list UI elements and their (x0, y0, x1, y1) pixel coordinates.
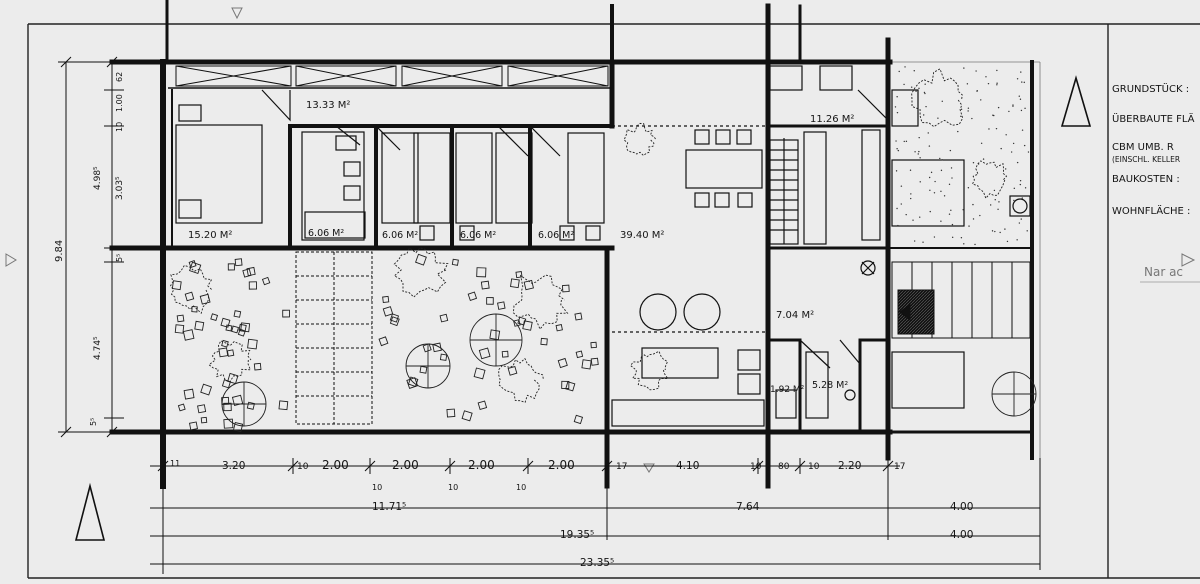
dim-label: 10 (808, 462, 820, 472)
garden-vegetation (170, 66, 1037, 433)
north-arrow-icon (74, 75, 1092, 541)
sheet-frame (27, 23, 1200, 579)
dim-label-left: 9.84 (54, 240, 65, 262)
terrace-slats (891, 261, 1031, 339)
dim-label: 19.35⁵ (560, 529, 594, 541)
dim-label-left: 62 (115, 72, 124, 82)
room-labels: 15.20 M² 13.33 M² 6.06 M² 6.06 M² 6.06 M… (188, 100, 854, 395)
dim-label-left: 10 (115, 122, 124, 132)
windows-top (168, 65, 612, 89)
dim-label-small: 10 (516, 483, 526, 492)
section-marker-icon (5, 7, 1196, 473)
site-boundary (890, 61, 1041, 480)
dim-label: 17 (894, 462, 905, 472)
room-area-bedroom-3: 6.06 M² (538, 230, 574, 241)
dim-label: 11 (170, 459, 180, 468)
dim-label-left: 5⁵ (89, 418, 98, 426)
dim-label-left: 5⁵ (115, 254, 124, 262)
room-area-living: 39.40 M² (620, 230, 664, 241)
room-area-wc: 1.92 M² (770, 385, 805, 395)
dim-label-small: 10 (448, 483, 458, 492)
dim-label: 4.00 (950, 501, 973, 513)
dim-label: 2.00 (548, 458, 575, 472)
room-area-bedroom-1: 6.06 M² (382, 230, 418, 241)
dimension-labels: 11 3.20 10 2.00 2.00 2.00 2.00 17 4.10 1… (54, 72, 973, 569)
room-area-bedroom-master: 15.20 M² (188, 230, 232, 241)
dim-label: 7.64 (736, 501, 760, 513)
dim-label: 10 (297, 462, 309, 472)
title-block: GRUNDSTÜCK : ÜBERBAUTE FLÄ CBM UMB. R (E… (1112, 82, 1200, 283)
dim-label: 10 (750, 462, 762, 472)
dim-label: 2.00 (468, 458, 495, 472)
dim-label-left: 4.74⁵ (93, 336, 103, 360)
pergola (295, 251, 373, 425)
dim-label: 3.20 (222, 460, 245, 472)
dimension-lines (58, 56, 1041, 574)
dim-label: 11.71⁵ (372, 501, 406, 513)
dim-label: 17 (616, 462, 627, 472)
dim-label: 23.35⁵ (580, 557, 614, 569)
dim-label: 80 (778, 462, 790, 472)
dim-label: 4.10 (676, 460, 699, 472)
handwritten-note: Nar ac (1144, 265, 1183, 279)
dim-label: 2.20 (838, 460, 861, 472)
legend-line: ÜBERBAUTE FLÄ (1112, 112, 1195, 125)
room-area-bath: 6.06 M² (308, 228, 344, 239)
legend-line: BAUKOSTEN : (1112, 174, 1180, 185)
dim-label-left: 1.00 (115, 94, 124, 112)
room-area-corridor: 13.33 M² (306, 100, 350, 111)
legend-line: CBM UMB. R (1112, 142, 1174, 153)
room-area-hall: 7.04 M² (776, 310, 814, 321)
legend-line: (EINSCHL. KELLER (1112, 155, 1180, 164)
room-area-bedroom-2: 6.06 M² (460, 230, 496, 241)
furniture (175, 65, 1031, 427)
dim-label: 4.00 (950, 529, 973, 541)
room-area-kitchen: 11.26 M² (810, 114, 854, 125)
walls (109, 0, 1034, 489)
dim-label-left: 3.03⁵ (115, 176, 125, 200)
dim-label: 2.00 (392, 458, 419, 472)
dim-label-left: 4.98⁵ (93, 166, 103, 190)
room-area-utility: 5.28 M² (812, 380, 848, 391)
legend-line: WOHNFLÄCHE : (1112, 204, 1190, 217)
legend-line: GRUNDSTÜCK : (1112, 82, 1189, 95)
dim-label-small: 10 (372, 483, 382, 492)
dim-label: 2.00 (322, 458, 349, 472)
